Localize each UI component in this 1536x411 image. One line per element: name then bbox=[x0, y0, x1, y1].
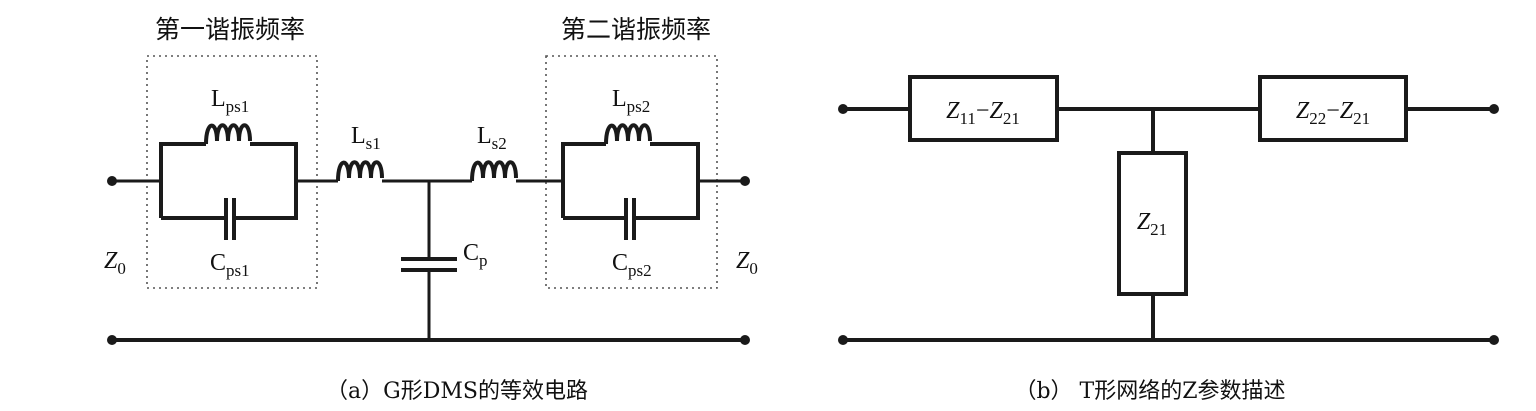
lps1-cps1-parallel-tank: Lps1 Cps1 bbox=[159, 86, 298, 280]
tank-wire bbox=[561, 142, 606, 218]
label-z0-left: Z0 bbox=[104, 248, 126, 278]
inductor-ls2 bbox=[470, 160, 518, 182]
shunt-capacitor-cp: Cp bbox=[401, 181, 488, 340]
caption-b: （b） T形网络的Z参数描述 bbox=[1014, 379, 1285, 404]
tank-wire bbox=[159, 142, 206, 218]
group1-title: 第一谐振频率 bbox=[155, 15, 305, 44]
label-lps1: Lps1 bbox=[211, 86, 249, 116]
label-cp: Cp bbox=[463, 240, 488, 270]
tank-wire bbox=[636, 142, 700, 220]
group2-dotted-box bbox=[545, 55, 718, 289]
inductor-lps2 bbox=[604, 123, 652, 145]
inductor-ls1 bbox=[336, 160, 384, 182]
label-ls2: Ls2 bbox=[477, 123, 507, 153]
impedance-box-shunt bbox=[1117, 151, 1188, 296]
label-cps2: Cps2 bbox=[612, 250, 652, 280]
label-z21: Z21 bbox=[1137, 209, 1167, 239]
lps2-cps2-parallel-tank: Lps2 Cps2 bbox=[561, 86, 700, 280]
group1-dotted-box bbox=[146, 55, 318, 289]
caption-a: （a）G形DMS的等效电路 bbox=[326, 379, 588, 404]
impedance-box-left bbox=[908, 75, 1059, 142]
inductor-lps1 bbox=[204, 123, 252, 145]
label-cps1: Cps1 bbox=[210, 250, 250, 280]
tank-wire bbox=[236, 142, 298, 220]
label-z0-right: Z0 bbox=[736, 248, 758, 278]
impedance-box-right bbox=[1258, 75, 1408, 142]
group2-title: 第二谐振频率 bbox=[561, 15, 711, 44]
label-ls1: Ls1 bbox=[351, 123, 381, 153]
label-z22-minus-z21: Z22−Z21 bbox=[1296, 98, 1370, 128]
label-z11-minus-z21: Z11−Z21 bbox=[946, 98, 1020, 128]
panel-a-circuit: 第一谐振频率 第二谐振频率 Lps1 Cps1 Ls1 bbox=[104, 15, 758, 404]
label-lps2: Lps2 bbox=[612, 86, 650, 116]
panel-b-t-network: Z11−Z21 Z22−Z21 Z21 （b） T形网络的Z参数描述 bbox=[838, 75, 1499, 404]
